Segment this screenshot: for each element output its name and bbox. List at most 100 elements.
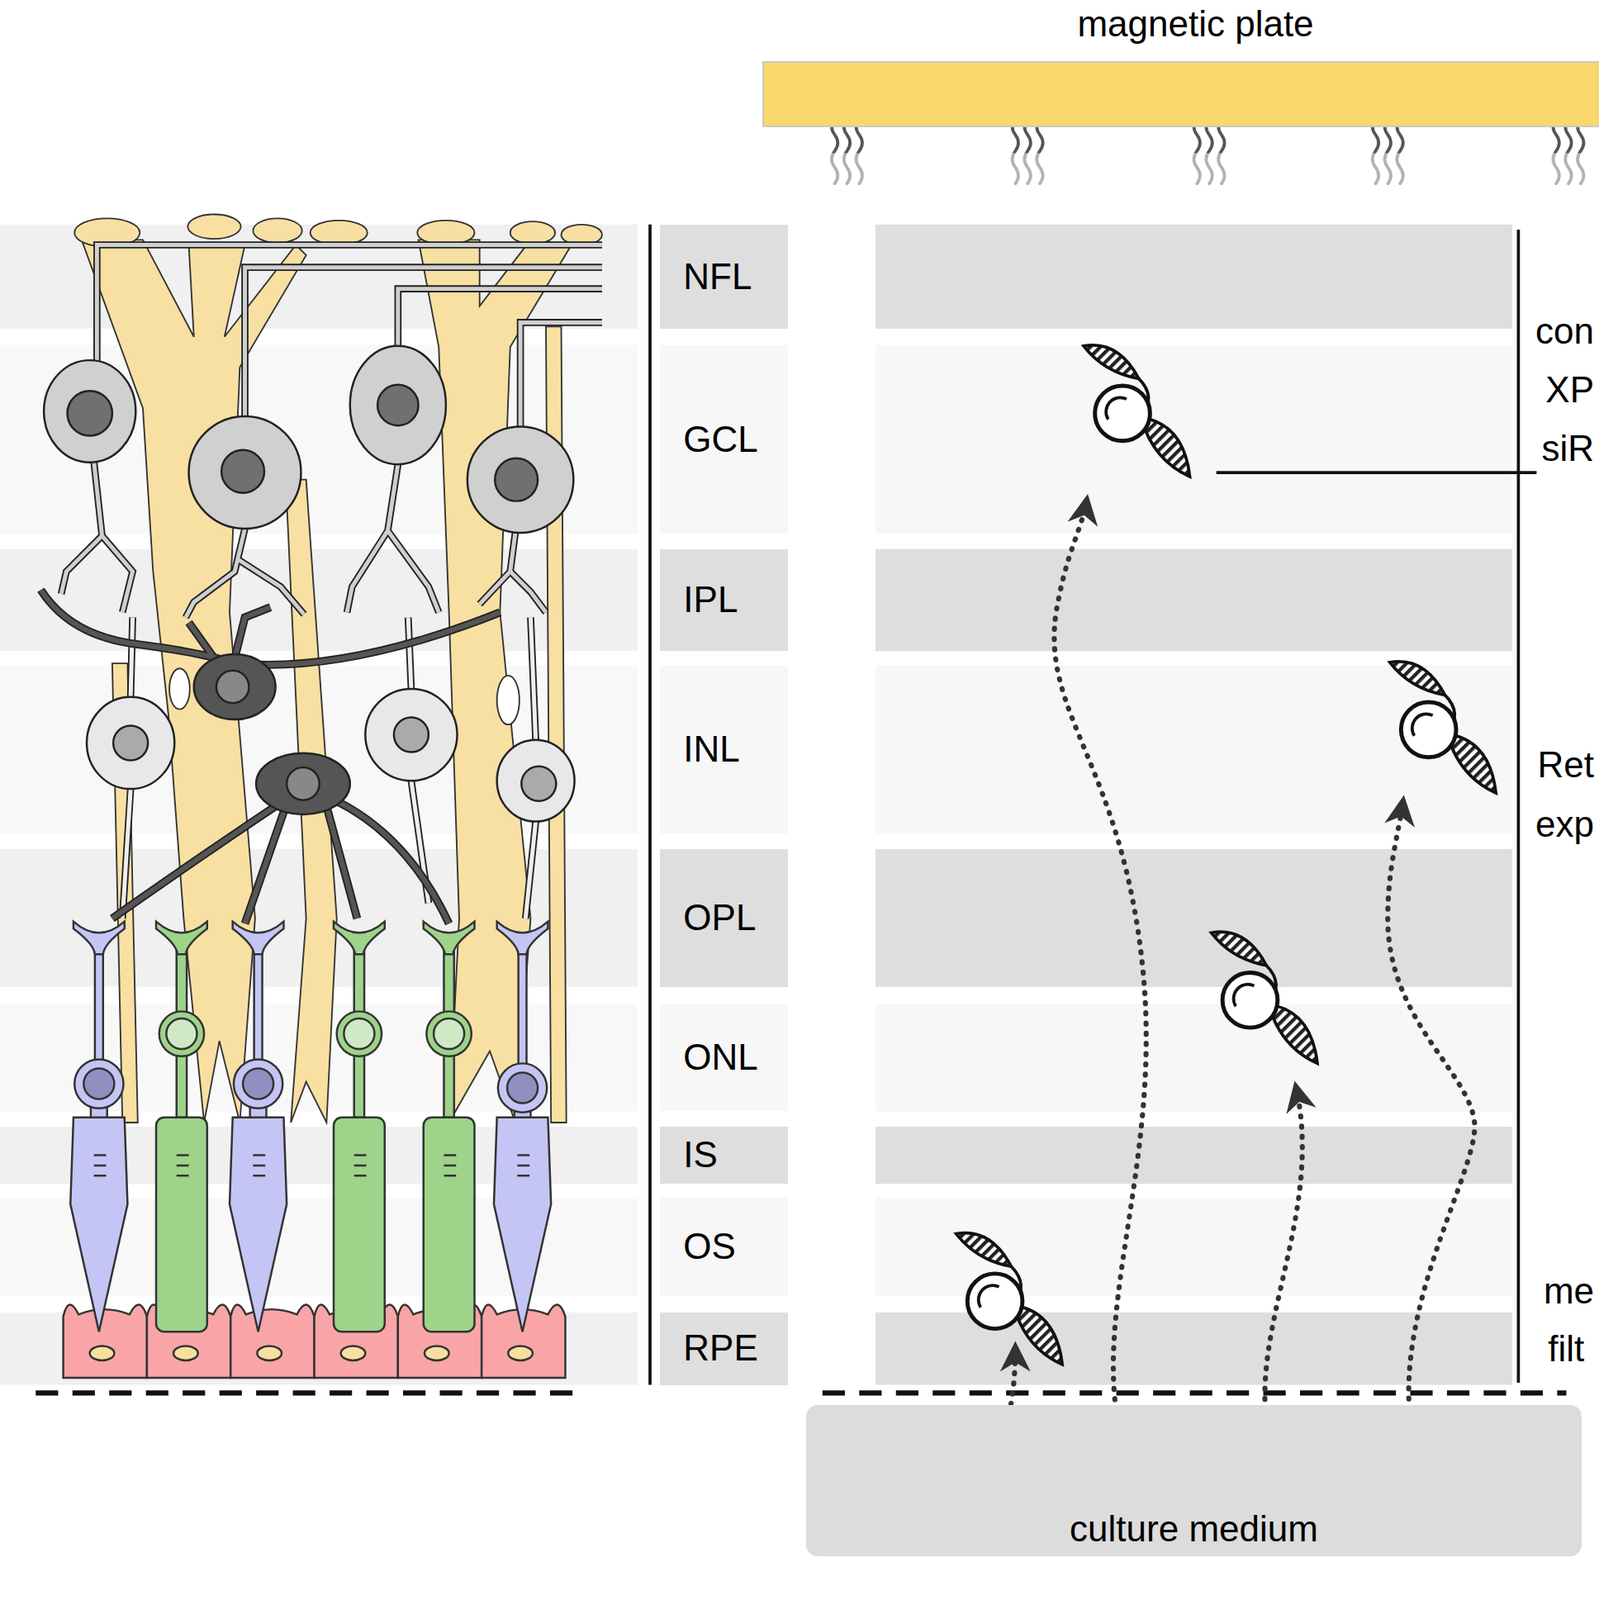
cone-photoreceptor <box>229 1117 287 1332</box>
layer-label: RPE <box>683 1327 758 1370</box>
rod-photoreceptor <box>156 921 475 1333</box>
ganglion-cell <box>494 458 538 502</box>
background-bands <box>875 1004 1513 1112</box>
bracket-lines <box>1216 470 1538 475</box>
background-bands <box>875 224 1513 329</box>
background-bands <box>875 1312 1513 1386</box>
cone-photoreceptor <box>498 1062 547 1112</box>
rod-photoreceptor <box>426 1010 471 1056</box>
background-bands <box>0 224 1513 1386</box>
culture-medium-box: culture medium <box>806 1404 1582 1557</box>
nanoparticle-sirna <box>1083 345 1190 477</box>
muller-cell <box>252 218 302 243</box>
rod-photoreceptor <box>423 921 475 955</box>
ganglion-cell <box>43 346 574 533</box>
magnet-plate: magnetic plate <box>762 61 1599 128</box>
background-bands <box>875 849 1513 987</box>
nanoparticle-sirna <box>1211 931 1318 1063</box>
ganglion-cell <box>467 426 574 532</box>
nanoparticle-sirna <box>956 345 1497 1365</box>
rpe-cell <box>230 1304 314 1378</box>
rod-photoreceptor <box>423 1117 475 1332</box>
inner-nuclear-cell <box>365 688 457 781</box>
layer-band: IPL <box>659 549 788 652</box>
layer-band: INL <box>659 665 788 835</box>
layer-band: OS <box>659 1197 788 1296</box>
layer-label: IPL <box>683 578 738 622</box>
layer-label: OS <box>683 1225 736 1268</box>
layer-band: GCL <box>659 345 788 535</box>
inner-nuclear-cell <box>393 717 429 753</box>
rpe-cell <box>173 1346 199 1361</box>
muller-cell <box>497 675 520 725</box>
muller-cell <box>418 239 572 1123</box>
ganglion-cell <box>43 360 136 463</box>
layer-band: NFL <box>659 224 788 329</box>
nanoparticle-sirna <box>956 1233 1063 1365</box>
rpe-cell <box>63 1304 148 1378</box>
illustration <box>0 102 1591 1481</box>
rpe-cell <box>507 1346 533 1361</box>
layer-label: GCL <box>683 418 758 461</box>
rod-photoreceptor <box>343 1018 375 1049</box>
ganglion-cell <box>189 416 302 529</box>
rpe-cell <box>341 1346 366 1361</box>
side-label: filt <box>1547 1328 1585 1371</box>
layer-label: INL <box>683 728 740 771</box>
layer-label: IS <box>683 1134 718 1177</box>
plate-heading: magnetic plate <box>1077 3 1314 46</box>
rod-photoreceptor <box>166 1018 197 1049</box>
layer-label: NFL <box>683 256 752 299</box>
cilium-marks <box>354 1155 367 1177</box>
bracket-lines <box>648 224 652 1386</box>
dendrite <box>40 589 500 924</box>
inner-nuclear-cell <box>521 766 556 802</box>
rod-photoreceptor <box>336 1010 382 1056</box>
cilium-marks <box>94 1155 107 1177</box>
bracket-lines <box>35 224 1566 1394</box>
cone-photoreceptor <box>242 1068 274 1100</box>
rpe-cell <box>90 1346 115 1361</box>
cone-photoreceptor <box>233 1058 283 1108</box>
cilium-marks <box>517 1155 530 1177</box>
diffusion-path <box>1264 1086 1302 1460</box>
side-label: me <box>1543 1270 1595 1313</box>
muller-cell <box>74 213 603 1123</box>
bracket-lines <box>822 1390 1567 1395</box>
ganglion-cell <box>67 390 113 436</box>
rod-photoreceptor <box>156 1117 208 1332</box>
background-bands <box>875 1126 1513 1184</box>
rod-photoreceptor <box>156 921 208 955</box>
layer-label: OPL <box>683 896 756 940</box>
cone-photoreceptor <box>70 921 551 1333</box>
muller-cell <box>310 220 368 246</box>
inner-nuclear-cell <box>194 654 276 720</box>
background-bands <box>875 549 1513 652</box>
inner-nuclear-cell <box>286 767 320 801</box>
dendrite <box>40 589 500 924</box>
diffusion-path <box>1053 499 1146 1459</box>
cone-photoreceptor <box>507 1072 538 1103</box>
cone-photoreceptor <box>232 921 285 955</box>
muller-cell <box>417 220 475 246</box>
cone-photoreceptor <box>70 1117 128 1332</box>
cilium-marks <box>443 1155 456 1177</box>
rod-photoreceptor <box>159 1010 205 1056</box>
ganglion-cell <box>377 384 418 426</box>
diffusion-path <box>1387 801 1475 1460</box>
inner-nuclear-cell <box>497 740 575 822</box>
side-label: XP <box>1545 369 1595 412</box>
rod-photoreceptor <box>333 921 385 955</box>
side-label: Ret <box>1537 744 1595 787</box>
cone-photoreceptor <box>94 948 104 1067</box>
cone-photoreceptor <box>73 921 125 955</box>
dendrite <box>40 460 546 924</box>
inner-nuclear-cell <box>216 670 250 704</box>
rpe-cell <box>424 1346 450 1361</box>
muller-cell <box>169 668 190 709</box>
cilium-marks <box>176 1155 190 1177</box>
inner-nuclear-cell <box>86 697 175 789</box>
cone-photoreceptor <box>493 1117 551 1332</box>
layer-band: RPE <box>659 1312 788 1386</box>
side-label: con <box>1535 310 1595 353</box>
